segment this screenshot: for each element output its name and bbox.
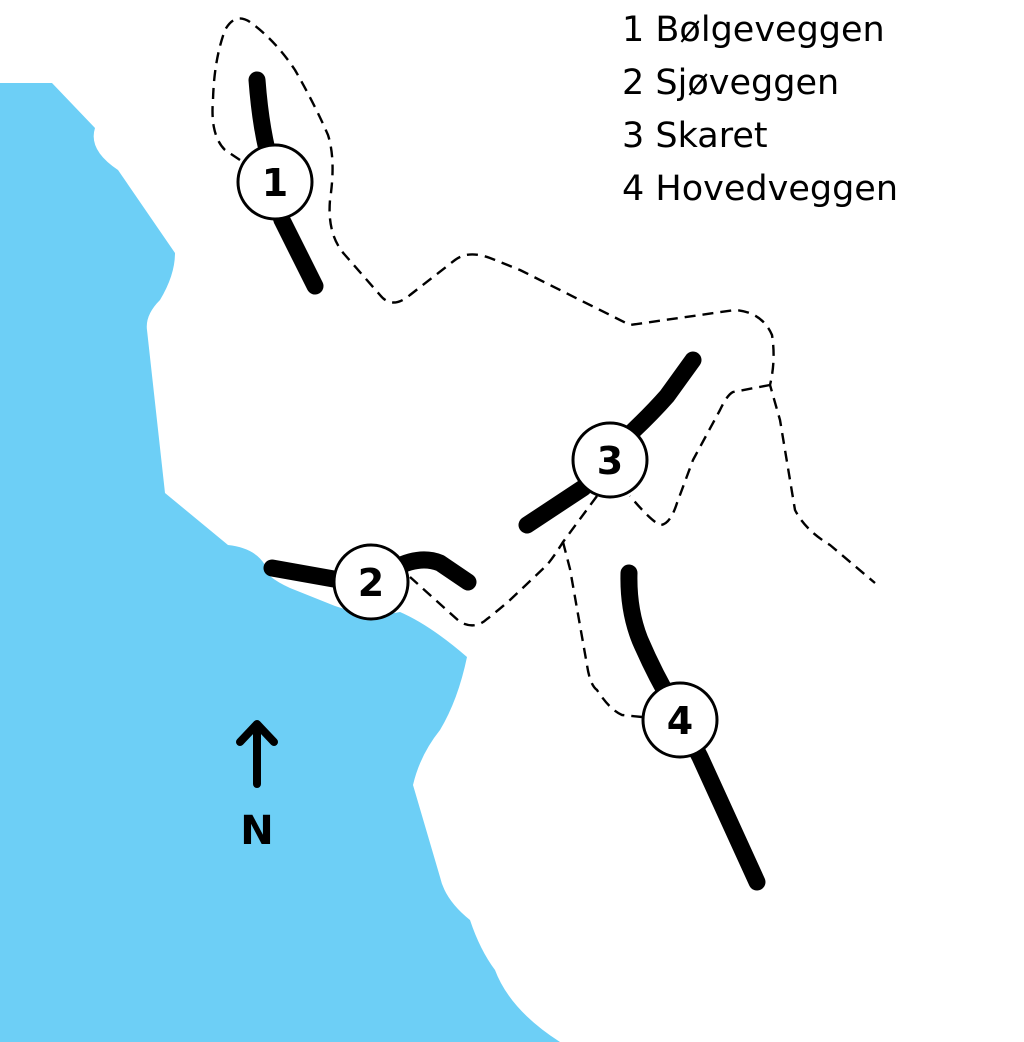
legend-item-2: 2 Sjøveggen — [622, 63, 840, 103]
trail-hovedveggen — [561, 541, 643, 719]
svg-text:1: 1 — [262, 161, 288, 205]
trail-branch-skaret — [629, 383, 771, 527]
svg-text:4: 4 — [667, 699, 693, 743]
legend-item-4: 4 Hovedveggen — [622, 169, 899, 209]
trail-skaret-sjoveggen — [409, 495, 598, 627]
trails — [211, 17, 876, 719]
marker-4[interactable]: 4 — [641, 681, 719, 759]
svg-text:3: 3 — [597, 439, 623, 483]
marker-3[interactable]: 3 — [571, 421, 649, 499]
sea-area — [0, 83, 560, 1042]
marker-2[interactable]: 2 — [332, 543, 410, 621]
trail-loop-north — [211, 17, 876, 584]
north-arrow-icon: N — [236, 720, 278, 854]
svg-text:2: 2 — [358, 561, 384, 605]
legend-item-3: 3 Skaret — [622, 116, 768, 156]
north-label: N — [240, 808, 273, 854]
legend-item-1: 1 Bølgeveggen — [622, 10, 885, 50]
legend: 1 Bølgeveggen 2 Sjøveggen 3 Skaret 4 Hov… — [622, 4, 898, 216]
marker-1[interactable]: 1 — [236, 143, 314, 221]
